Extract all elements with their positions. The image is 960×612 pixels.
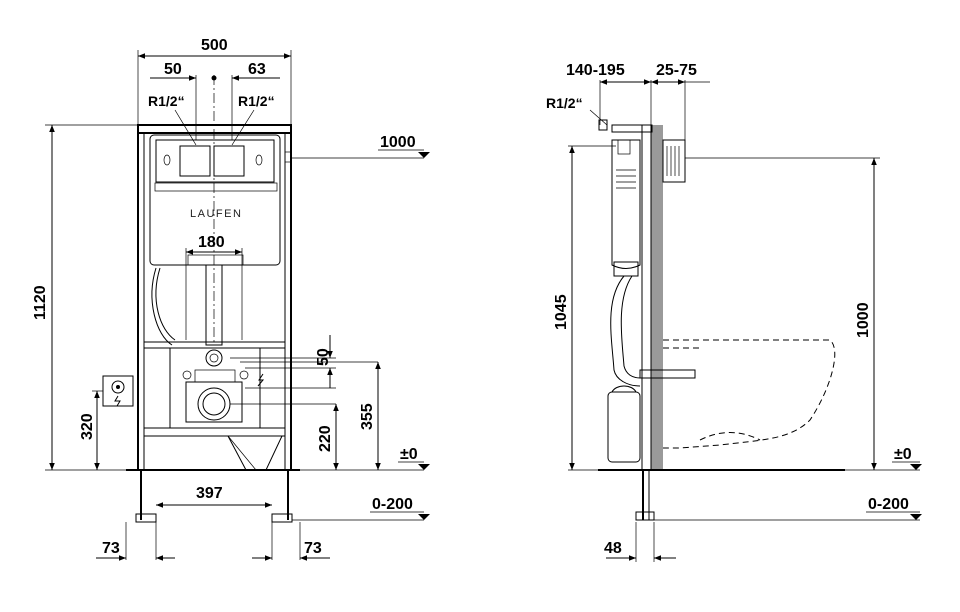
cistern: LAUFEN (149, 134, 281, 346)
front-frame (135, 124, 293, 523)
dim-0-200-front: 0-200 (372, 496, 413, 513)
thread-right: R1/2“ (238, 93, 275, 109)
dim-73-left: 73 (102, 540, 120, 557)
dim-1000-side: 1000 (855, 302, 872, 338)
dim-25-75: 25-75 (656, 62, 697, 79)
dim-1045: 1045 (553, 294, 570, 330)
dim-0-200-side: 0-200 (868, 496, 909, 513)
thread-side: R1/2“ (546, 95, 583, 111)
power-socket (102, 375, 134, 407)
dim-zero-front: ±0 (400, 446, 418, 463)
dim-1000-front: 1000 (380, 134, 416, 151)
dim-1120: 1120 (32, 285, 49, 320)
wc-outline (663, 339, 836, 449)
wall-section (651, 125, 663, 470)
side-view: 140-195 25-75 R1/2“ 1045 1000 ±0 0-200 4… (546, 62, 922, 562)
dim-zero-side: ±0 (894, 446, 912, 463)
dim-140-195: 140-195 (566, 62, 625, 79)
dim-73-right: 73 (304, 540, 322, 557)
cistern-side (611, 139, 641, 269)
thread-left: R1/2“ (148, 93, 185, 109)
dim-50-right: 50 (315, 348, 332, 366)
dim-320: 320 (79, 413, 96, 440)
dim-50-top: 50 (164, 61, 182, 78)
dim-220: 220 (317, 425, 334, 452)
front-view: LAUFEN (32, 37, 430, 561)
flush-plate-left (179, 145, 211, 177)
dim-63: 63 (248, 61, 266, 78)
dim-500: 500 (201, 37, 228, 54)
brand-label: LAUFEN (190, 208, 242, 220)
flush-plate-right (213, 145, 245, 177)
dim-180: 180 (198, 234, 225, 251)
dim-355: 355 (359, 403, 376, 430)
outlet-assembly (169, 347, 283, 471)
dim-48: 48 (604, 540, 622, 557)
dim-397: 397 (196, 485, 223, 502)
